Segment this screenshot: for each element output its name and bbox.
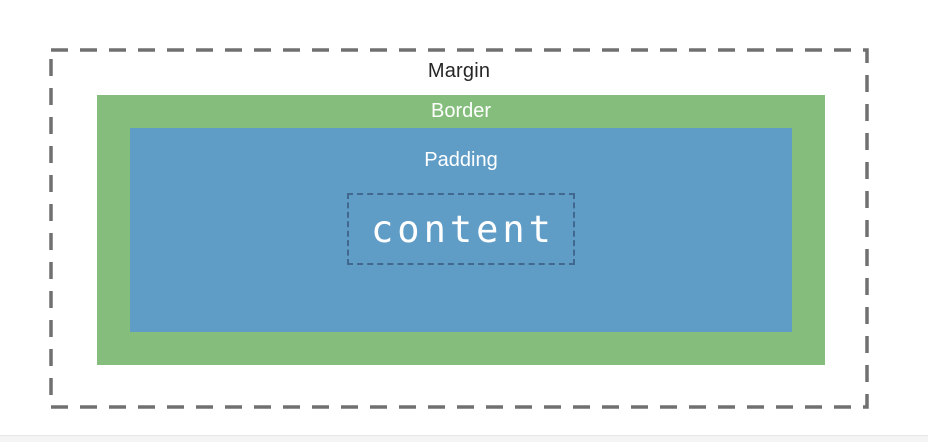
margin-label: Margin [427, 60, 491, 82]
content-area: content [347, 193, 575, 265]
border-label: Border [430, 100, 492, 122]
page-edge [0, 435, 928, 442]
margin-area: Margin [49, 48, 869, 409]
margin-dashed-border [49, 48, 869, 409]
content-label: content [371, 207, 555, 251]
padding-area: Padding [130, 128, 792, 332]
padding-label: Padding [424, 149, 498, 171]
